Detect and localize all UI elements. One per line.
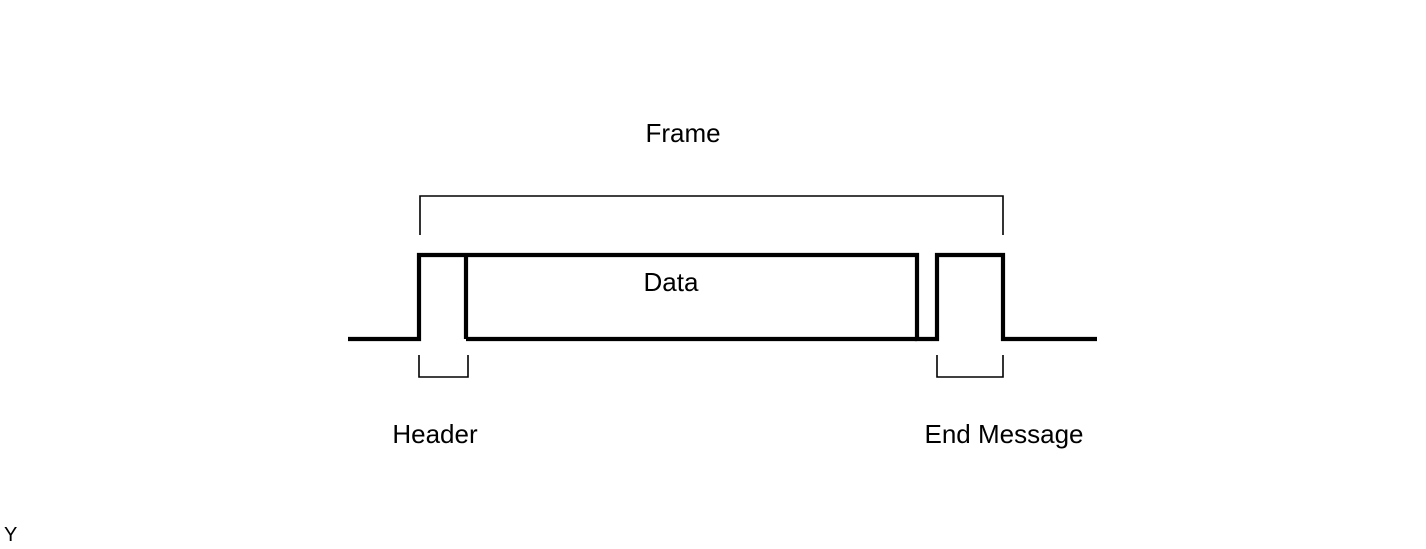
frame-label: Frame bbox=[645, 118, 720, 148]
end-message-dimension-bracket bbox=[936, 355, 1004, 378]
data-label: Data bbox=[644, 267, 699, 297]
corner-mark-label: Y bbox=[4, 524, 17, 546]
header-label: Header bbox=[392, 419, 478, 449]
header-dimension-bracket bbox=[418, 355, 469, 378]
frame-span-bracket bbox=[419, 195, 1004, 235]
end-message-label: End Message bbox=[925, 419, 1084, 449]
signal-waveform bbox=[348, 252, 1097, 342]
